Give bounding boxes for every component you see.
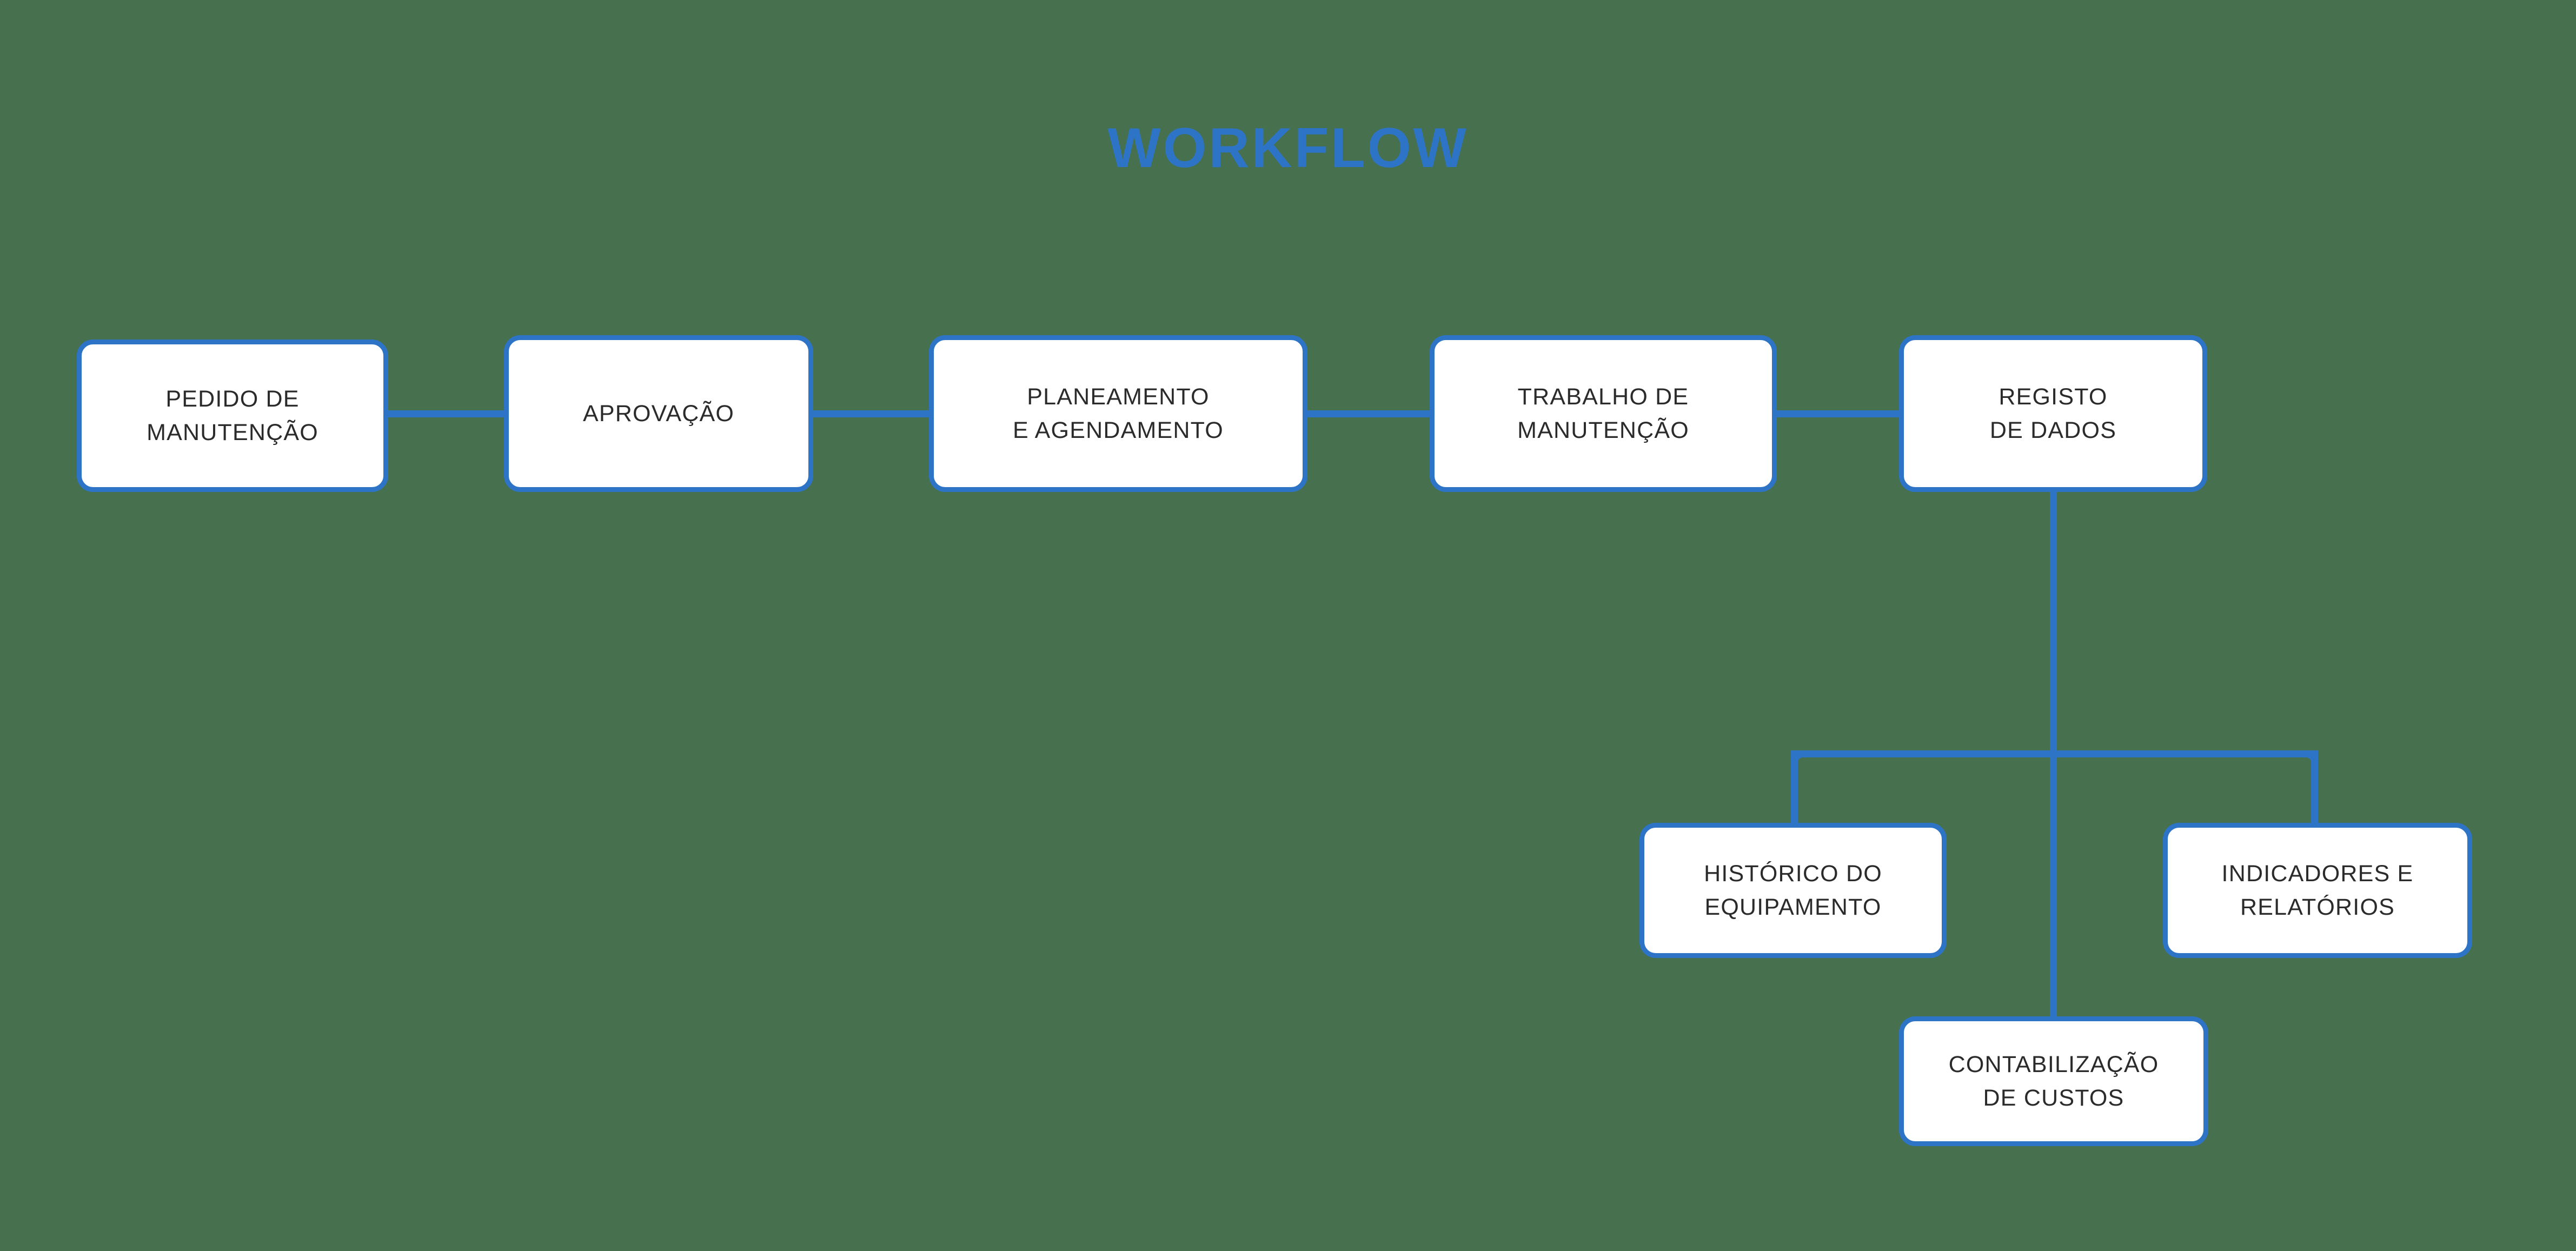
node-label: HISTÓRICO DO EQUIPAMENTO xyxy=(1704,860,1882,920)
node-planeamento-e-agendamento[interactable]: PLANEAMENTO E AGENDAMENTO xyxy=(929,335,1307,492)
node-trabalho-de-manutencao[interactable]: TRABALHO DE MANUTENÇÃO xyxy=(1430,335,1777,492)
connector-pedido-to-aprovacao xyxy=(385,410,508,417)
node-label: INDICADORES E RELATÓRIOS xyxy=(2221,860,2414,920)
node-registo-de-dados[interactable]: REGISTO DE DADOS xyxy=(1899,335,2207,492)
node-label: PLANEAMENTO E AGENDAMENTO xyxy=(1013,383,1224,443)
node-contabilizacao-de-custos[interactable]: CONTABILIZAÇÃO DE CUSTOS xyxy=(1899,1016,2208,1146)
connector-planeamento-to-trabalho xyxy=(1304,410,1434,417)
node-label: CONTABILIZAÇÃO DE CUSTOS xyxy=(1948,1051,2159,1111)
node-aprovacao[interactable]: APROVAÇÃO xyxy=(504,335,813,492)
connector-elbow-left xyxy=(1791,750,1815,774)
connector-branch-bus xyxy=(1794,750,2314,757)
connector-aprovacao-to-planeamento xyxy=(810,410,933,417)
node-indicadores-e-relatorios[interactable]: INDICADORES E RELATÓRIOS xyxy=(2163,823,2472,958)
node-label: APROVAÇÃO xyxy=(582,400,734,427)
node-label: PEDIDO DE MANUTENÇÃO xyxy=(147,385,318,445)
connector-trabalho-to-registo xyxy=(1774,410,1903,417)
page-title: WORKFLOW xyxy=(1107,117,1469,179)
node-pedido-de-manutencao[interactable]: PEDIDO DE MANUTENÇÃO xyxy=(77,340,388,492)
node-label: REGISTO DE DADOS xyxy=(1989,383,2117,443)
connector-elbow-right xyxy=(2294,750,2318,774)
node-label: TRABALHO DE MANUTENÇÃO xyxy=(1517,383,1689,443)
node-historico-do-equipamento[interactable]: HISTÓRICO DO EQUIPAMENTO xyxy=(1639,823,1947,958)
